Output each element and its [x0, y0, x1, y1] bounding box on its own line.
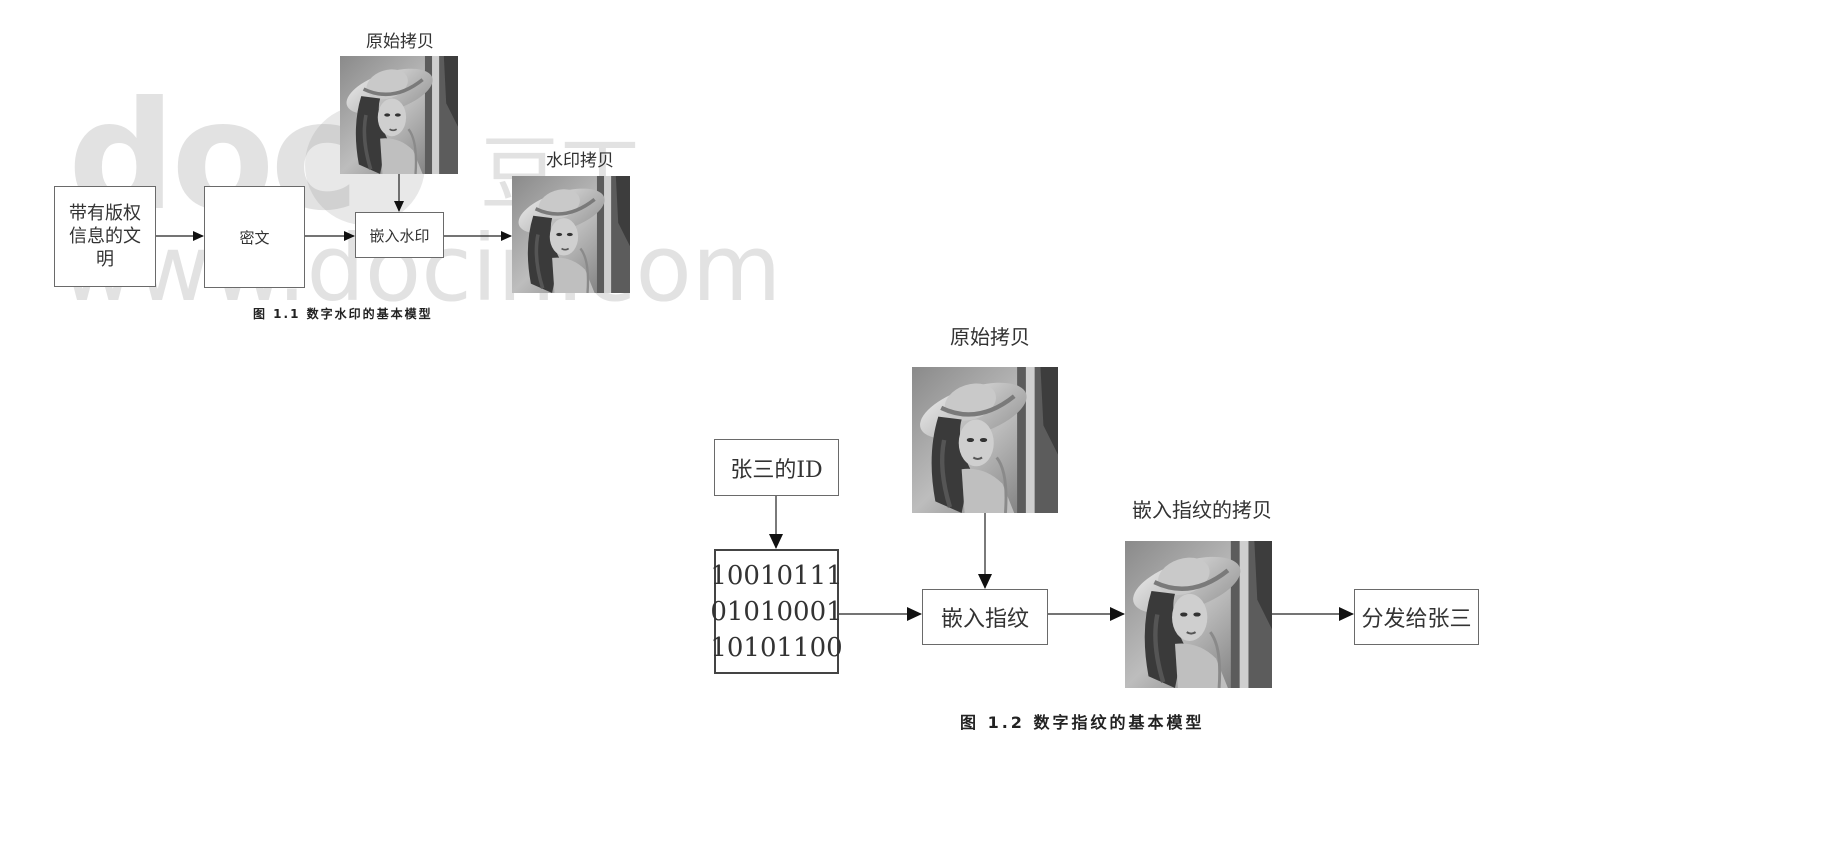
fig1-embed-label: 嵌入水印 — [369, 226, 430, 245]
fig1-embed-box: 嵌入水印 — [355, 212, 444, 258]
fig1-cipher-label: 密文 — [239, 228, 270, 247]
fig2-id-box: 张三的ID — [714, 439, 839, 496]
fig1-watermarked-copy-label: 水印拷贝 — [546, 151, 614, 171]
fig2-bits-row-3: 10101100 — [710, 632, 843, 663]
fig2-original-copy-label: 原始拷贝 — [950, 325, 1030, 349]
fig2-distribute-box: 分发给张三 — [1354, 589, 1479, 645]
fig2-embed-box: 嵌入指纹 — [922, 589, 1048, 645]
fig2-embed-label: 嵌入指纹 — [940, 607, 1029, 632]
fig1-caption: 图 1.1 数字水印的基本模型 — [253, 307, 433, 321]
fig1-doc-line-3: 明 — [96, 249, 114, 270]
fig1-document-box: 带有版权 信息的文 明 — [54, 186, 156, 287]
fig2-caption: 图 1.2 数字指纹的基本模型 — [960, 713, 1205, 732]
fig1-doc-line-2: 信息的文 — [69, 226, 141, 247]
fig2-bits-row-1: 10010111 — [710, 560, 843, 591]
fig2-distribute-label: 分发给张三 — [1361, 607, 1472, 632]
fig1-doc-line-1: 带有版权 — [69, 203, 141, 224]
fig1-cipher-box: 密文 — [204, 186, 305, 288]
fig2-fingerprinted-copy-label: 嵌入指纹的拷贝 — [1132, 498, 1272, 522]
fig1-original-copy-label: 原始拷贝 — [366, 32, 434, 52]
fig2-bits-box: 10010111 01010001 10101100 — [710, 549, 843, 674]
fig2-bits-row-2: 01010001 — [710, 596, 843, 627]
fig2-id-label: 张三的ID — [730, 457, 823, 483]
